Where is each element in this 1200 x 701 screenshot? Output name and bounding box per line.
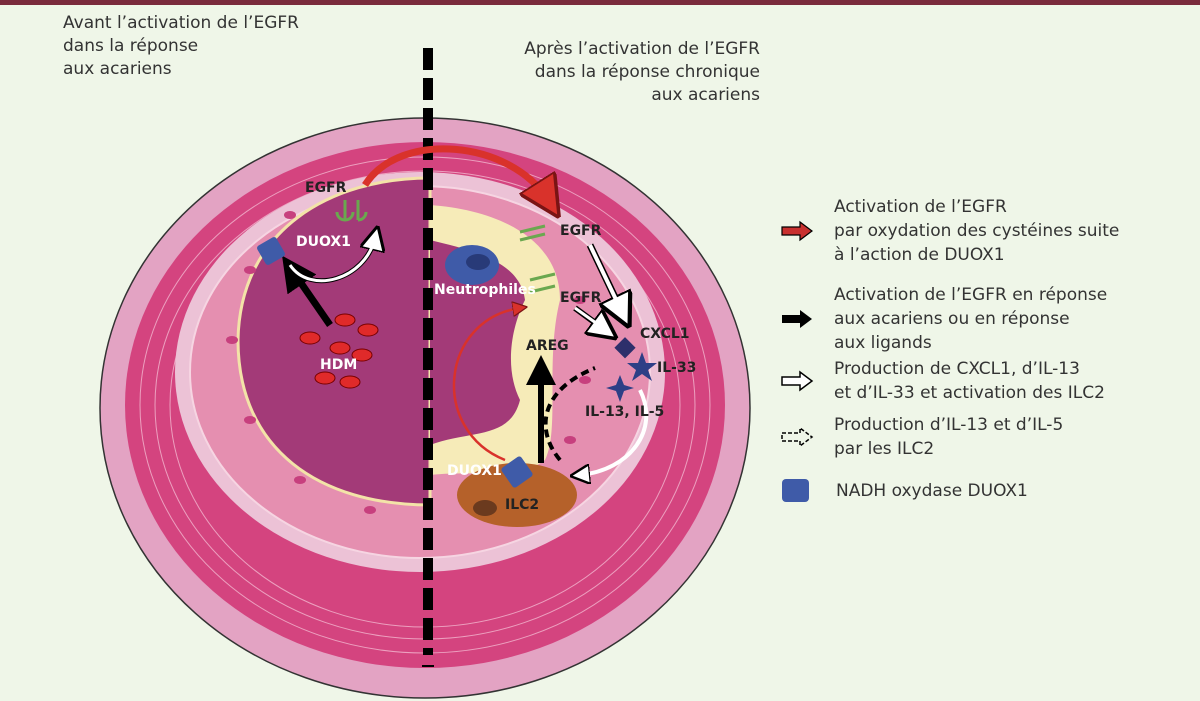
legend-text: Activation de l’EGFR en réponse aux acar… <box>834 285 1108 353</box>
label-cxcl1: CXCL1 <box>640 326 690 342</box>
cell-nuclei <box>226 211 591 514</box>
black-arrow-hdm <box>282 255 333 327</box>
white-arrow-icon <box>781 370 814 392</box>
label-hdm: HDM <box>320 357 358 373</box>
label-egfr-right-1: EGFR <box>560 223 602 239</box>
label-il33: IL-33 <box>657 360 697 376</box>
red-arrow-ilc2 <box>452 308 520 462</box>
label-duox1-right: DUOX1 <box>447 463 502 479</box>
label-egfr-right-2: EGFR <box>560 290 602 306</box>
legend-item-dashed-arrow: Production d’IL-13 et d’IL-5 par les ILC… <box>780 413 1063 461</box>
caption-after: Après l’activation de l’EGFR dans la rép… <box>524 39 760 105</box>
legend-item-duox1: NADH oxydase DUOX1 <box>780 478 1028 504</box>
label-egfr-left: EGFR <box>305 180 347 196</box>
legend-text: Production d’IL-13 et d’IL-5 par les ILC… <box>834 415 1064 459</box>
duox1-right-square <box>501 456 533 488</box>
black-arrow-icon <box>782 310 812 328</box>
label-il13-il5: IL-13, IL-5 <box>585 404 665 420</box>
caption-before: Avant l’activation de l’EGFR dans la rép… <box>63 13 299 79</box>
label-ilc2: ILC2 <box>505 497 540 513</box>
cxcl1-diamond <box>614 337 636 359</box>
legend-item-red-arrow: Activation de l’EGFR par oxydation des c… <box>780 195 1119 267</box>
legend-item-white-arrow: Production de CXCL1, d’IL-13 et d’IL-33 … <box>780 357 1105 405</box>
legend-text: NADH oxydase DUOX1 <box>836 481 1028 501</box>
duox1-left-square <box>257 237 285 265</box>
blue-square-icon <box>782 479 809 502</box>
dashed-arrow <box>543 366 596 462</box>
il13-star <box>606 375 634 402</box>
red-arrow-top <box>362 145 548 200</box>
legend-item-black-arrow: Activation de l’EGFR en réponse aux acar… <box>780 283 1107 355</box>
dashed-arrow-icon <box>781 426 814 448</box>
white-arrow-ilc2 <box>580 389 649 475</box>
top-border <box>0 0 1200 5</box>
label-duox1-left: DUOX1 <box>296 234 351 250</box>
il33-star <box>627 352 657 381</box>
legend-text: Activation de l’EGFR par oxydation des c… <box>834 197 1120 265</box>
legend-text: Production de CXCL1, d’IL-13 et d’IL-33 … <box>834 359 1105 403</box>
hdm-particles <box>299 313 379 389</box>
egfr-receptors <box>335 200 556 294</box>
label-neutrophiles: Neutrophiles <box>434 282 536 298</box>
red-arrow-icon <box>781 220 813 242</box>
label-areg: AREG <box>526 338 569 354</box>
